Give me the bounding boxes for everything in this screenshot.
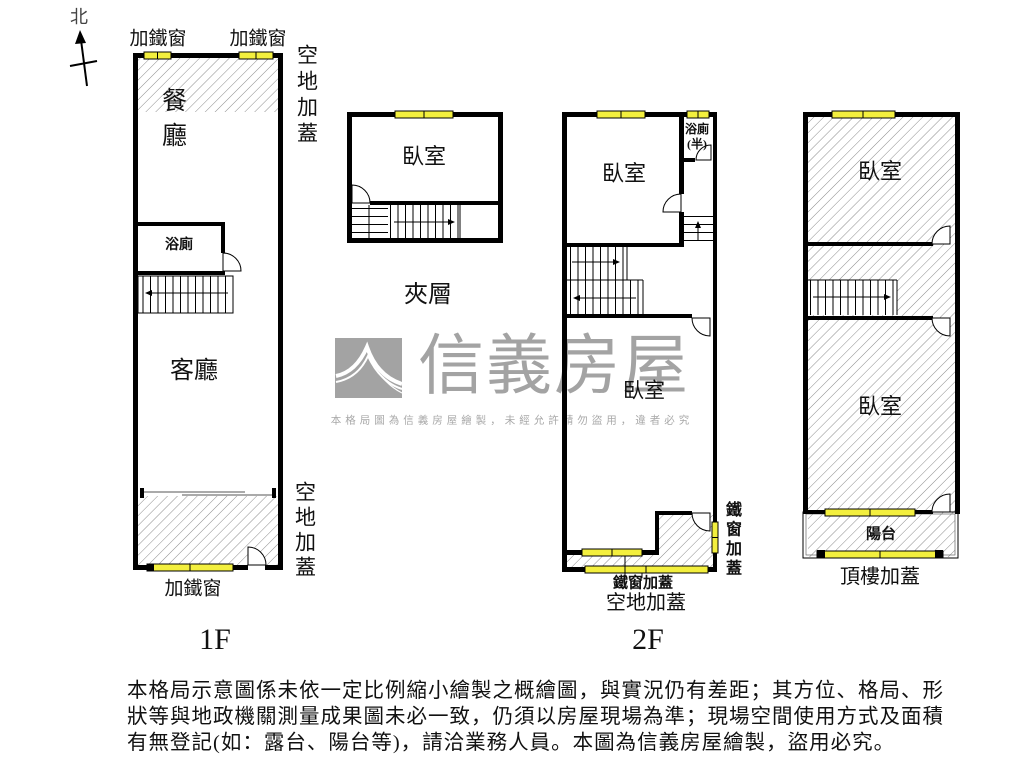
watermark-brand: 信義房屋 (418, 327, 690, 404)
door-icon (691, 512, 711, 532)
hatched-area-annex (567, 515, 713, 567)
door-icon (222, 252, 242, 272)
plan-rooftop (802, 110, 960, 559)
disclaimer-line: 狀等與地政機關測量成果圖未必一致，仍須以房屋現場為準；現場空間使用方式及面積 (127, 706, 944, 728)
door-icon (931, 317, 951, 337)
door-icon (691, 317, 711, 337)
disclaimer-line: 本格局示意圖係未依一定比例縮小繪製之概繪圖，與實況仍有差距；其方位、格局、形 (127, 680, 944, 702)
disclaimer: 本格局示意圖係未依一定比例縮小繪製之概繪圖，與實況仍有差距；其方位、格局、形 狀… (127, 678, 944, 756)
entry-door-icon (247, 546, 267, 566)
stairs-landing-icon (352, 205, 388, 238)
plan-2f (562, 110, 719, 578)
watermark-notice: 本格局圖為信義房屋繪製，未經允許請勿盜用，違者必究 (330, 414, 694, 427)
door-icon (662, 193, 682, 213)
door-icon (931, 225, 951, 245)
plan-mezzanine (347, 110, 503, 243)
hatched-area-rooftop (808, 117, 955, 557)
north-arrow-icon (69, 30, 98, 87)
door-icon (695, 144, 712, 161)
door-icon (351, 184, 371, 204)
disclaimer-line: 有無登記(如：露台、陽台等)，請洽業務人員。本圖為信義房屋繪製，盜用必究。 (127, 732, 896, 754)
plan-1f (133, 51, 283, 572)
balcony-door-icon (931, 493, 951, 513)
stairs-icon (138, 276, 233, 313)
hatched-area-dining (138, 58, 278, 112)
stairs-icon (567, 247, 627, 280)
